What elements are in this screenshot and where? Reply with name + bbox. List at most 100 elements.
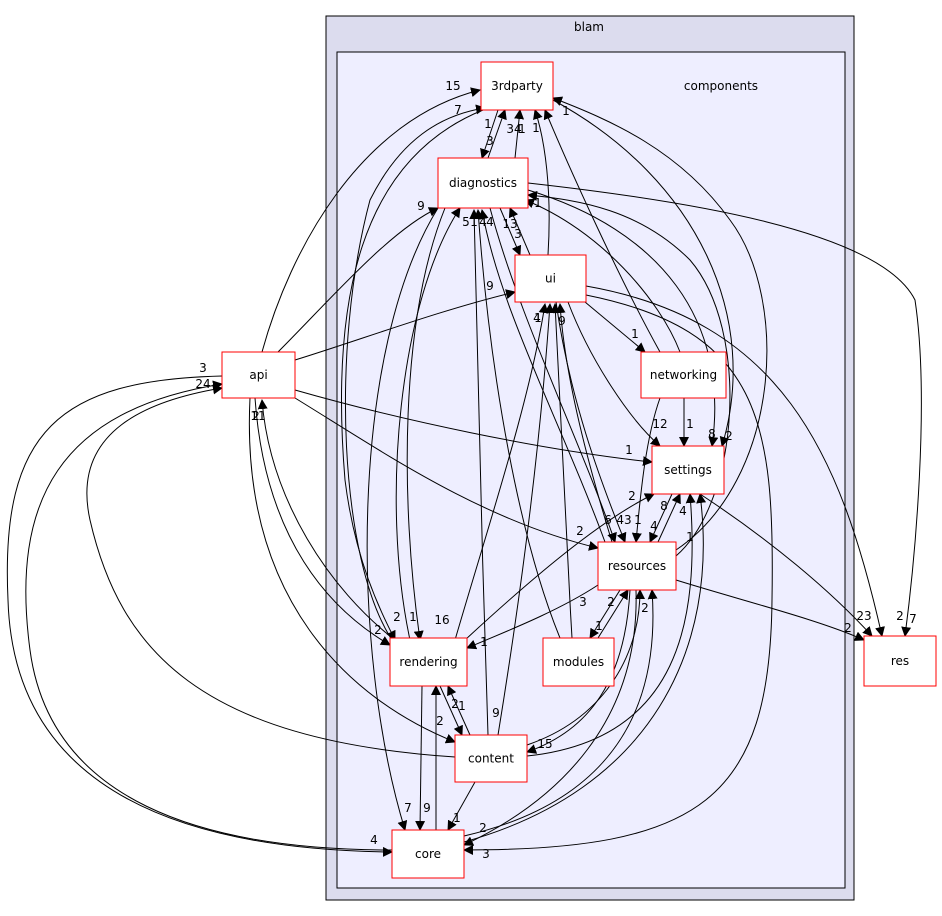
- node-core[interactable]: core: [391, 829, 465, 879]
- edge-label: 43: [616, 513, 631, 527]
- node-rendering[interactable]: rendering: [389, 637, 468, 687]
- node-3rdparty-label: 3rdparty: [491, 79, 543, 93]
- edge-label: 13: [502, 217, 517, 231]
- node-modules[interactable]: modules: [542, 637, 615, 687]
- edge-rendering-settings: [464, 493, 655, 641]
- node-3rdparty-box[interactable]: [480, 61, 554, 111]
- edge-diagnostics-3rdparty: [487, 109, 507, 159]
- edge-label: 2: [844, 621, 852, 635]
- edge-rendering-diagnostics: [395, 207, 461, 641]
- node-3rdparty[interactable]: 3rdparty: [480, 61, 554, 111]
- edge-content-rendering: [447, 685, 471, 736]
- edge-api-diagnostics: [277, 207, 439, 353]
- node-settings-box[interactable]: [651, 445, 725, 495]
- node-res-label: res: [891, 654, 909, 668]
- edge-label: 1: [686, 530, 694, 544]
- edge-core-settings: [463, 493, 707, 843]
- edge-label: 15: [537, 737, 552, 751]
- edge-label: 4: [486, 215, 494, 229]
- edge-resources-core: [463, 589, 637, 846]
- edge-label: 2: [607, 595, 615, 609]
- edge-settings-res: [699, 493, 873, 637]
- node-res-box[interactable]: [863, 635, 937, 687]
- edge-label: 8: [660, 499, 668, 513]
- edge-settings-resources: [649, 493, 673, 543]
- edge-content-ui: [497, 303, 555, 736]
- edge-rendering-3rdparty: [344, 104, 486, 641]
- node-core-box[interactable]: [391, 829, 465, 879]
- node-resources-box[interactable]: [597, 541, 677, 591]
- edge-content-api: [86, 384, 456, 758]
- edge-label: 2: [479, 821, 487, 835]
- node-networking[interactable]: networking: [640, 351, 727, 399]
- edge-label: 1: [534, 196, 542, 210]
- edge-rendering-api: [257, 399, 396, 641]
- edge-api-resources: [294, 397, 599, 551]
- edge-resources-ui: [555, 303, 613, 543]
- node-resources[interactable]: resources: [597, 541, 677, 591]
- node-content[interactable]: content: [454, 734, 528, 783]
- node-modules-label: modules: [553, 655, 604, 669]
- edge-label: 1: [634, 513, 642, 527]
- edge-label: 9: [558, 314, 566, 328]
- node-diagnostics-box[interactable]: [437, 157, 529, 209]
- node-networking-label: networking: [650, 368, 717, 382]
- node-networking-box[interactable]: [640, 351, 727, 399]
- edge-networking-diagnostics: [524, 198, 681, 353]
- edge-label: 1: [631, 327, 639, 341]
- edge-label: 6: [604, 513, 612, 527]
- edge-label: 7: [404, 801, 412, 815]
- node-res[interactable]: res: [863, 635, 937, 687]
- node-rendering-box[interactable]: [389, 637, 468, 687]
- edge-label: 4: [533, 311, 541, 325]
- node-rendering-label: rendering: [399, 655, 457, 669]
- node-ui[interactable]: ui: [514, 254, 587, 303]
- edge-modules-diagnostics: [473, 209, 561, 639]
- edge-networking-3rdparty: [543, 109, 661, 353]
- nodes-layer: 3rdparty diagnostics ui api networking settin…: [221, 61, 937, 879]
- edge-rendering-content: [439, 685, 463, 736]
- edge-core-resources: [463, 589, 658, 837]
- edge-label: 12: [652, 417, 667, 431]
- edge-diagnostics-3rdparty-2: [514, 109, 525, 159]
- edge-diagnostics-ui: [499, 207, 522, 256]
- edge-ui-resources: [555, 301, 627, 543]
- edge-label: 2: [896, 609, 904, 623]
- node-diagnostics[interactable]: diagnostics: [437, 157, 529, 209]
- node-resources-label: resources: [608, 559, 666, 573]
- edge-label: 3: [486, 134, 494, 148]
- edge-label: 4: [679, 504, 687, 518]
- edge-label: 1: [595, 619, 603, 633]
- edge-label: 2: [451, 697, 459, 711]
- edge-label: 1: [562, 104, 570, 118]
- edge-label: 1: [458, 699, 466, 713]
- edge-3rdparty-diagnostics: [480, 109, 499, 159]
- edge-label: 3: [514, 227, 522, 241]
- edge-content-core: [447, 781, 476, 831]
- node-content-box[interactable]: [454, 734, 528, 783]
- edge-label: 5: [462, 215, 470, 229]
- edge-label: 8: [708, 427, 716, 441]
- edge-label: 1: [484, 117, 492, 131]
- edge-label: 2: [252, 409, 260, 423]
- edge-resources-diagnostics-2: [478, 209, 606, 543]
- edge-label: 3: [199, 361, 207, 375]
- node-modules-box[interactable]: [542, 637, 615, 687]
- node-settings[interactable]: settings: [651, 445, 725, 495]
- edge-diagnostics-res: [527, 182, 922, 637]
- edge-label: 24: [195, 377, 210, 391]
- node-api-box[interactable]: [221, 351, 296, 399]
- edge-resources-rendering: [466, 584, 599, 650]
- edge-content-settings: [526, 493, 696, 757]
- node-content-label: content: [468, 752, 514, 766]
- edge-ui-3rdparty: [533, 109, 550, 256]
- edge-label: 2: [628, 489, 636, 503]
- node-settings-label: settings: [664, 463, 712, 477]
- edge-label: 4: [370, 833, 378, 847]
- edge-label: 3: [482, 847, 490, 861]
- edge-label: 2: [641, 601, 649, 615]
- node-api[interactable]: api: [221, 351, 296, 399]
- node-ui-box[interactable]: [514, 254, 587, 303]
- edge-label: 2: [436, 714, 444, 728]
